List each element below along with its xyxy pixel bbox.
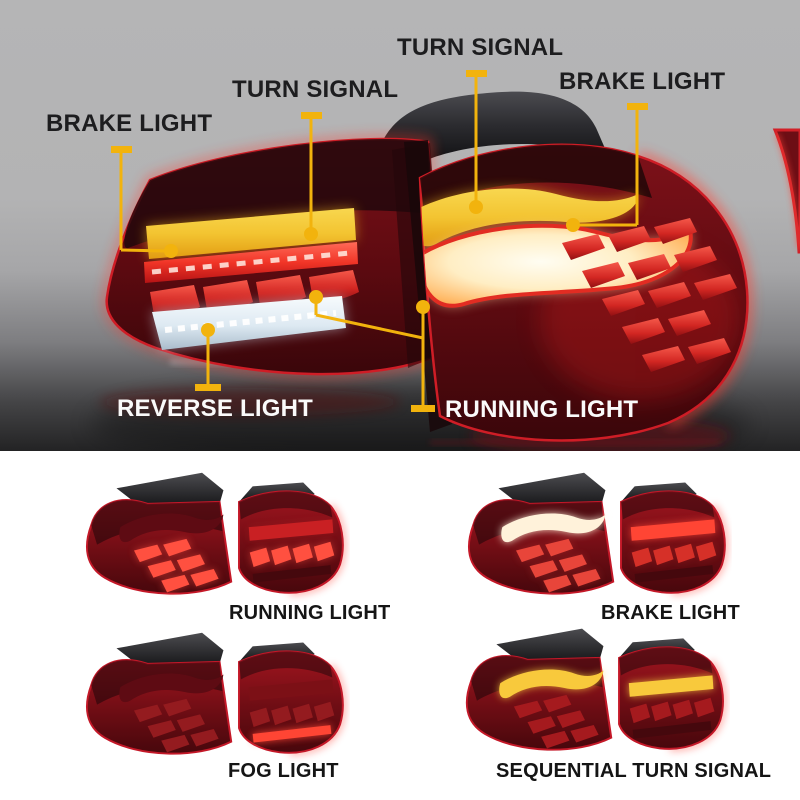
caption-running-light: RUNNING LIGHT [229,602,391,624]
label-reverse-light: REVERSE LIGHT [117,395,313,422]
left-running-chevrons [150,270,359,316]
callout-dot [309,290,323,304]
label-brake-light-left: BRAKE LIGHT [46,110,213,137]
callout-turn-signal-top [466,70,487,214]
hero-annotated-photo: BRAKE LIGHT TURN SIGNAL TURN SIGNAL BRAK… [0,0,800,451]
callout-turn-signal-left [301,112,322,241]
callout-brake-light-right [566,103,648,232]
caption-sequential-turn-signal: SEQUENTIAL TURN SIGNAL [496,760,772,782]
right-lamp-smoked-top [420,144,652,212]
callout-lines [111,70,648,412]
taillight-pair-photo [90,70,800,451]
callout-dot [566,218,580,232]
callout-dot [469,200,483,214]
left-lamp-smoked-top [124,139,430,249]
caption-fog-light: FOG LIGHT [228,760,339,782]
callout-dot [164,244,178,258]
callout-dot [304,227,318,241]
label-brake-light-right: BRAKE LIGHT [559,68,726,95]
gallery-image-sequential-turn-signal [438,617,730,762]
left-turn-signal-bar [146,208,356,259]
gallery-image-running-light [58,463,350,604]
caption-brake-light: BRAKE LIGHT [601,602,740,624]
label-turn-signal-top: TURN SIGNAL [397,34,564,61]
gallery-image-brake-light [440,463,732,604]
callout-dot [416,300,430,314]
left-brake-strip [144,242,358,283]
callout-reverse-light [195,323,221,391]
callout-running-light [309,290,435,412]
label-turn-signal-left: TURN SIGNAL [232,76,399,103]
right-turn-signal-swoosh [420,188,639,247]
lighting-modes-gallery: RUNNING LIGHT BRAKE LIGHT FOG LIGHT SEQU… [0,451,800,800]
right-taillight [418,143,752,442]
gallery-image-fog-light [58,623,350,764]
partial-lamp-right-edge [772,128,800,254]
left-taillight [103,135,450,378]
label-running-light: RUNNING LIGHT [445,396,639,423]
right-running-wing-chevrons [562,218,737,372]
callout-dot [201,323,215,337]
callout-brake-light-left [111,146,178,258]
